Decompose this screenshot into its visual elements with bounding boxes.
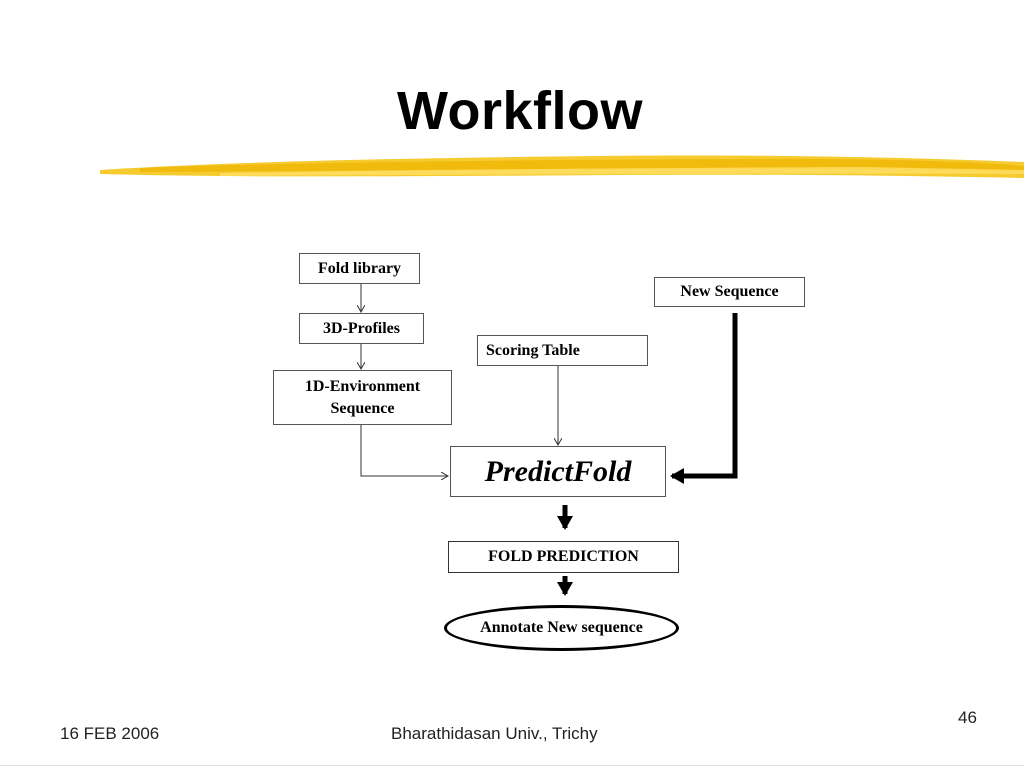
node-new-sequence: New Sequence (654, 277, 805, 307)
node-new-sequence-label: New Sequence (680, 283, 779, 300)
title-underline-brushstroke (100, 155, 1024, 178)
node-fold-library: Fold library (299, 253, 420, 284)
footer-date: 16 FEB 2006 (60, 724, 160, 743)
node-3d-profiles: 3D-Profiles (299, 313, 424, 344)
footer-divider (0, 765, 1024, 766)
node-3d-profiles-label: 3D-Profiles (322, 319, 400, 337)
node-predictfold-label: PredictFold (484, 454, 632, 488)
node-scoring-table: Scoring Table (477, 335, 648, 366)
footer-page-number: 46 (958, 708, 977, 727)
node-fold-library-label: Fold library (317, 259, 402, 277)
node-annotate-new-sequence: Annotate New sequence (444, 605, 679, 651)
edge-1d-env-to-predictfold (360, 425, 447, 476)
node-annotate-label: Annotate New sequence (480, 619, 643, 636)
node-1d-environment-sequence: 1D-Environment Sequence (273, 370, 452, 425)
node-1d-env-label-line2: Sequence (330, 399, 395, 417)
node-fold-prediction: FOLD PREDICTION (448, 541, 679, 573)
slide-title: Workflow (397, 81, 643, 141)
node-1d-env-label-line1: 1D-Environment (304, 377, 421, 395)
edge-new-seq-to-predictfold (670, 313, 738, 484)
footer-institution: Bharathidasan Univ., Trichy (391, 724, 598, 743)
node-predictfold: PredictFold (450, 446, 666, 497)
node-scoring-table-label: Scoring Table (486, 341, 580, 359)
node-fold-prediction-label: FOLD PREDICTION (488, 548, 639, 565)
